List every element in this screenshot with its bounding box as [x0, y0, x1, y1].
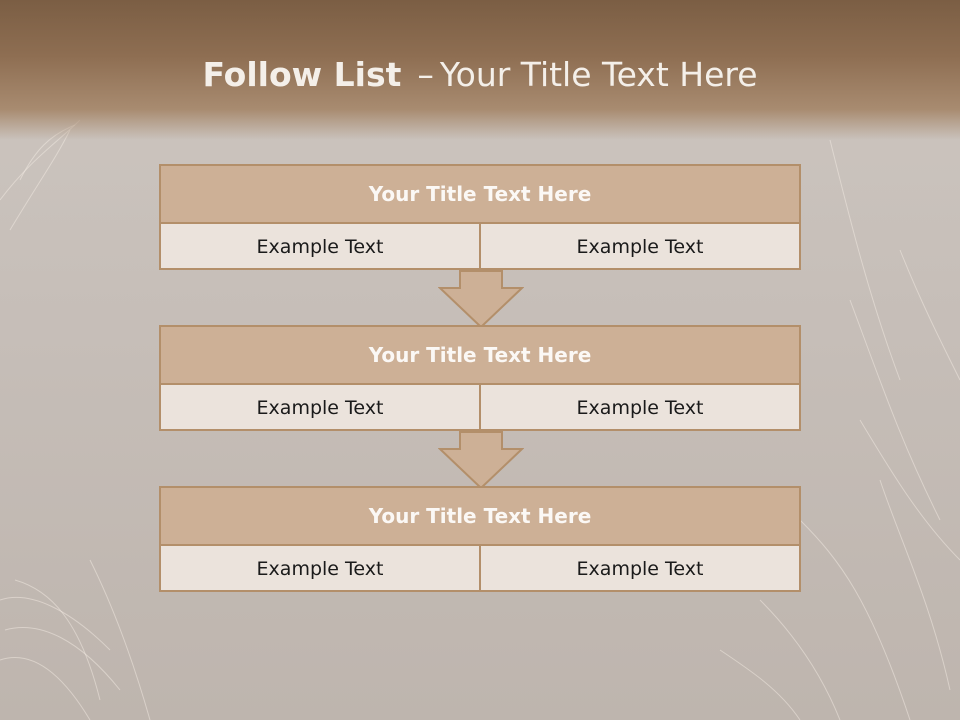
block-title: Your Title Text Here [161, 327, 799, 385]
block-right-text: Example Text [479, 385, 799, 431]
title-rest: Your Title Text Here [439, 55, 758, 94]
list-block-3: Your Title Text Here Example Text Exampl… [159, 486, 801, 592]
block-title: Your Title Text Here [161, 166, 799, 224]
block-row: Example Text Example Text [161, 546, 799, 592]
block-title: Your Title Text Here [161, 488, 799, 546]
title-bold: Follow List [202, 55, 402, 94]
block-left-text: Example Text [256, 397, 384, 419]
header-band [0, 0, 960, 140]
block-left-text: Example Text [256, 558, 384, 580]
block-right-text: Example Text [479, 546, 799, 592]
block-right-text: Example Text [479, 224, 799, 270]
block-left-text: Example Text [256, 236, 384, 258]
title-dash: – [417, 55, 434, 94]
down-arrow-icon [438, 431, 524, 489]
block-row: Example Text Example Text [161, 224, 799, 270]
slide-title: Follow List–Your Title Text Here [0, 52, 960, 98]
block-row: Example Text Example Text [161, 385, 799, 431]
down-arrow-icon [438, 270, 524, 328]
list-block-1: Your Title Text Here Example Text Exampl… [159, 164, 801, 270]
list-block-2: Your Title Text Here Example Text Exampl… [159, 325, 801, 431]
